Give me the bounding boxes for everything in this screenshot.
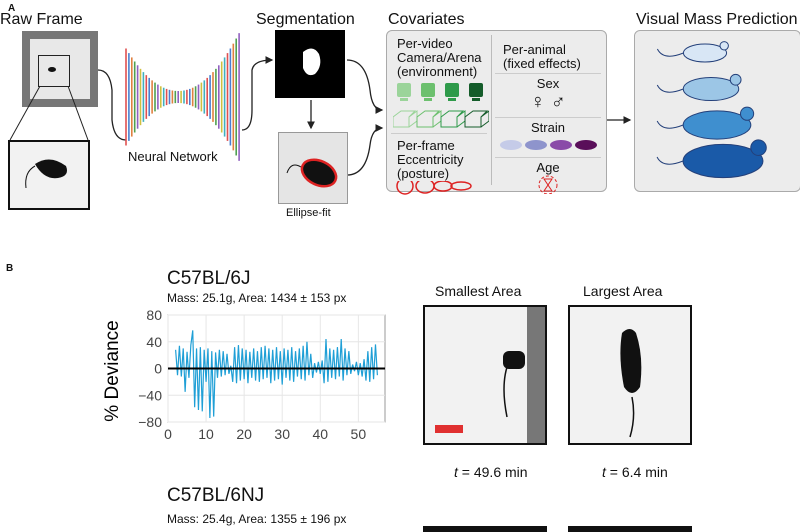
- raw-frame-image: [22, 31, 98, 107]
- mouse-ear: [750, 139, 767, 156]
- per-frame-label: Per-frame: [397, 138, 455, 153]
- segmentation-title: Segmentation: [256, 11, 355, 28]
- ellipse-fit-label: Ellipse-fit: [286, 207, 331, 219]
- sex-symbols: ♀ ♂: [530, 91, 566, 113]
- mass-prediction-mouse-icons: [656, 41, 767, 179]
- x-tick-label: 0: [164, 426, 172, 442]
- posture-label: (posture): [397, 166, 450, 181]
- largest-area-time: t = 6.4 min: [602, 464, 668, 480]
- visual-mass-prediction-box: [634, 30, 800, 192]
- x-tick-label: 40: [312, 426, 328, 442]
- mouse-ear: [729, 73, 742, 86]
- smallest-area-image: [423, 305, 547, 445]
- camera-icon: [397, 83, 411, 97]
- x-tick-label: 50: [351, 426, 367, 442]
- mouse-icon: [682, 43, 728, 63]
- mouse-icon: [682, 76, 740, 102]
- raw-frame-zoom-image: [8, 140, 90, 210]
- largest-area-image: [568, 305, 692, 445]
- strain-label: Strain: [531, 120, 565, 135]
- mouse-ear: [740, 106, 755, 121]
- age-hourglass-icon: [538, 175, 558, 194]
- mouse-tail: [656, 120, 684, 129]
- y-tick-label: 0: [154, 361, 162, 377]
- eccentricity-icons: [396, 181, 472, 195]
- age-label: Age: [536, 160, 560, 175]
- segmentation-mask-image: [275, 30, 345, 98]
- mouse-ear: [719, 41, 729, 51]
- fixed-effects-label: (fixed effects): [503, 56, 581, 71]
- camera-icon: [469, 83, 483, 97]
- camera-stand: [448, 98, 456, 101]
- sex-label: Sex: [536, 76, 560, 91]
- panel-a-label: A: [8, 3, 16, 14]
- strain-mouse-icons: [500, 140, 597, 150]
- arena-icon: [464, 110, 489, 128]
- strain-mouse-icon: [575, 140, 597, 150]
- arena-icon: [416, 110, 442, 128]
- raw-frame-title: Raw Frame: [0, 11, 83, 28]
- panel-b-label: B: [6, 263, 14, 274]
- y-tick-label: 80: [146, 307, 162, 323]
- visual-mass-prediction-title: Visual Mass Prediction: [636, 11, 798, 28]
- camera-icon: [421, 83, 435, 97]
- eccentricity-label: Eccentricity: [397, 152, 464, 167]
- mouse-tail: [656, 48, 684, 57]
- y-tick-label: −40: [138, 387, 162, 403]
- smallest-area-title: Smallest Area: [435, 283, 522, 299]
- camera-stand: [400, 98, 408, 101]
- camera-arena-icons: [393, 83, 489, 128]
- strain-mouse-icon: [550, 140, 572, 150]
- strain-mouse-icon: [500, 140, 522, 150]
- connector-arrows: [9, 33, 632, 176]
- arena-icon: [393, 110, 418, 128]
- largest-area-title: Largest Area: [583, 283, 663, 299]
- mouse-tail: [656, 84, 684, 93]
- covariates-title: Covariates: [388, 11, 465, 28]
- y-axis-label: % Deviance: [102, 320, 123, 421]
- neural-network-icon: [125, 33, 240, 161]
- mouse-tail: [656, 156, 684, 165]
- covariates-box: Per-video Camera/Arena (environment) Per…: [386, 30, 607, 195]
- deviance-series: [175, 330, 378, 419]
- strain2-title: C57BL/6NJ: [167, 485, 265, 506]
- x-tick-label: 20: [236, 426, 252, 442]
- camera-arena-label: Camera/Arena: [397, 50, 482, 65]
- ellipse-fit-image: [278, 132, 348, 204]
- strain2-smallest-image: [423, 526, 547, 532]
- per-animal-label: Per-animal: [503, 42, 566, 57]
- y-tick-label: −80: [138, 414, 162, 430]
- strain-mouse-icon: [525, 140, 547, 150]
- per-video-label: Per-video: [397, 36, 453, 51]
- strain1-stats: Mass: 25.1g, Area: 1434 ± 153 px: [167, 291, 347, 305]
- smallest-area-time: t = 49.6 min: [454, 464, 528, 480]
- camera-stand: [424, 98, 432, 101]
- strain2-largest-image: [568, 526, 692, 532]
- arena-icon: [440, 110, 466, 128]
- x-tick-label: 30: [274, 426, 290, 442]
- x-tick-label: 10: [198, 426, 214, 442]
- camera-icon: [445, 83, 459, 97]
- strain1-title: C57BL/6J: [167, 268, 251, 289]
- y-tick-label: 40: [146, 334, 162, 350]
- neural-network-label: Neural Network: [128, 149, 218, 164]
- strain2-stats: Mass: 25.4g, Area: 1355 ± 196 px: [167, 512, 347, 526]
- camera-stand: [472, 98, 480, 101]
- environment-label: (environment): [397, 64, 478, 79]
